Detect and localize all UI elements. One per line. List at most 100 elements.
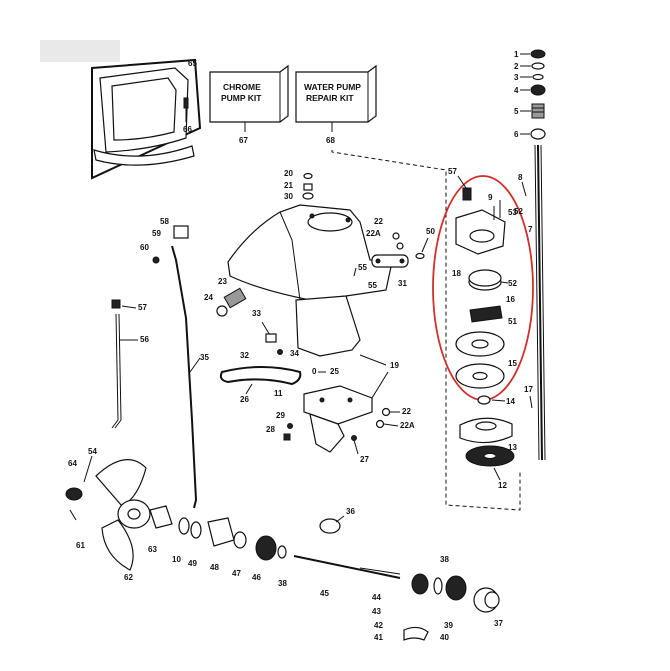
callout-18: 18 bbox=[452, 269, 461, 278]
callout-55: 55 bbox=[358, 263, 367, 272]
callout-34: 34 bbox=[290, 349, 299, 358]
callout-11: 11 bbox=[274, 389, 283, 398]
callout-37: 37 bbox=[494, 619, 503, 628]
water-tube bbox=[111, 299, 122, 429]
callout-38b: 38 bbox=[440, 555, 449, 564]
callout-24: 24 bbox=[204, 293, 213, 302]
callout-6: 6 bbox=[514, 130, 519, 139]
callout-38a: 38 bbox=[278, 579, 287, 588]
callout-17: 17 bbox=[524, 385, 533, 394]
callout-21: 21 bbox=[284, 181, 293, 190]
callout-19: 19 bbox=[390, 361, 399, 370]
callout-22-lower: 22 bbox=[402, 407, 411, 416]
water-kit-label-2: REPAIR KIT bbox=[306, 93, 354, 103]
callout-20: 20 bbox=[284, 169, 293, 178]
callout-3: 3 bbox=[514, 73, 519, 82]
callout-29: 29 bbox=[276, 411, 285, 420]
callout-54: 54 bbox=[88, 447, 97, 456]
callout-15: 15 bbox=[508, 359, 517, 368]
callout-4: 4 bbox=[514, 86, 519, 95]
callout-39: 39 bbox=[444, 621, 453, 630]
callout-66: 66 bbox=[183, 125, 192, 134]
chrome-kit-label-2: PUMP KIT bbox=[221, 93, 262, 103]
callout-26: 26 bbox=[240, 395, 249, 404]
callout-0: 0 bbox=[312, 367, 317, 376]
prop-shaft-parts bbox=[149, 505, 341, 561]
callout-32: 32 bbox=[240, 351, 249, 360]
callout-60: 60 bbox=[140, 243, 149, 252]
callout-55-marker: 55 bbox=[368, 281, 377, 290]
callout-12: 12 bbox=[498, 481, 507, 490]
callout-36: 36 bbox=[346, 507, 355, 516]
callout-48: 48 bbox=[210, 563, 219, 572]
callout-1: 1 bbox=[514, 50, 519, 59]
callout-62: 62 bbox=[124, 573, 133, 582]
lower-gearcase bbox=[303, 385, 373, 453]
callout-43: 43 bbox=[372, 607, 381, 616]
shift-seal bbox=[219, 366, 302, 386]
shift-lever-parts bbox=[261, 321, 283, 355]
callout-5: 5 bbox=[514, 107, 519, 116]
callout-61: 61 bbox=[76, 541, 85, 550]
shift-link bbox=[371, 254, 409, 268]
callout-40: 40 bbox=[440, 633, 449, 642]
callout-8: 8 bbox=[518, 173, 523, 182]
housing-adapter-inset bbox=[91, 58, 202, 180]
callout-42: 42 bbox=[374, 621, 383, 630]
callout-58: 58 bbox=[160, 217, 169, 226]
callout-10: 10 bbox=[172, 555, 181, 564]
callout-45: 45 bbox=[320, 589, 329, 598]
callout-56: 56 bbox=[140, 335, 149, 344]
callout-67: 67 bbox=[239, 136, 248, 145]
water-kit-label-1: WATER PUMP bbox=[304, 82, 361, 92]
exhaust-housing bbox=[227, 204, 393, 357]
callout-49: 49 bbox=[188, 559, 197, 568]
top-fasteners bbox=[302, 172, 314, 200]
callout-9: 9 bbox=[488, 193, 493, 202]
callout-59: 59 bbox=[152, 229, 161, 238]
callout-22-top: 22 bbox=[374, 217, 383, 226]
callout-68: 68 bbox=[326, 136, 335, 145]
pump-base-parts bbox=[459, 395, 515, 467]
callout-22A-lower: 22A bbox=[400, 421, 415, 430]
callout-7: 7 bbox=[528, 225, 533, 234]
callout-46: 46 bbox=[252, 573, 261, 582]
callout-14: 14 bbox=[506, 397, 515, 406]
right-stack-parts bbox=[530, 49, 546, 140]
callout-27: 27 bbox=[360, 455, 369, 464]
callout-22A-top: 22A bbox=[366, 229, 381, 238]
driveshaft bbox=[534, 144, 546, 461]
callout-2: 2 bbox=[514, 62, 519, 71]
forward-gear-cluster bbox=[403, 573, 500, 641]
callout-31: 31 bbox=[398, 279, 407, 288]
callout-64: 64 bbox=[68, 459, 77, 468]
callout-25: 25 bbox=[330, 367, 339, 376]
chrome-pump-kit-box: CHROME PUMP KIT bbox=[209, 64, 289, 123]
callout-47: 47 bbox=[232, 569, 241, 578]
callout-41: 41 bbox=[374, 633, 383, 642]
callout-50: 50 bbox=[426, 227, 435, 236]
water-pump-parts bbox=[455, 187, 506, 389]
water-pump-repair-kit-box: WATER PUMP REPAIR KIT bbox=[295, 64, 377, 123]
callout-57b: 57 bbox=[448, 167, 457, 176]
callout-51: 51 bbox=[508, 317, 517, 326]
callout-52b: 52 bbox=[508, 279, 517, 288]
shift-rod bbox=[152, 225, 198, 509]
callout-35: 35 bbox=[200, 353, 209, 362]
chrome-kit-label-1: CHROME bbox=[223, 82, 261, 92]
blurred-watermark bbox=[40, 40, 120, 62]
callout-63: 63 bbox=[148, 545, 157, 554]
callout-33: 33 bbox=[252, 309, 261, 318]
callout-44: 44 bbox=[372, 593, 381, 602]
callout-16: 16 bbox=[506, 295, 515, 304]
callout-65: 65 bbox=[188, 59, 197, 68]
callout-28: 28 bbox=[266, 425, 275, 434]
propeller bbox=[95, 459, 151, 571]
callout-13: 13 bbox=[508, 443, 517, 452]
callout-53: 53 bbox=[508, 208, 517, 217]
callout-23: 23 bbox=[218, 277, 227, 286]
callout-30: 30 bbox=[284, 192, 293, 201]
spring-plunger bbox=[216, 287, 247, 317]
callout-52a: 52 bbox=[514, 207, 523, 216]
